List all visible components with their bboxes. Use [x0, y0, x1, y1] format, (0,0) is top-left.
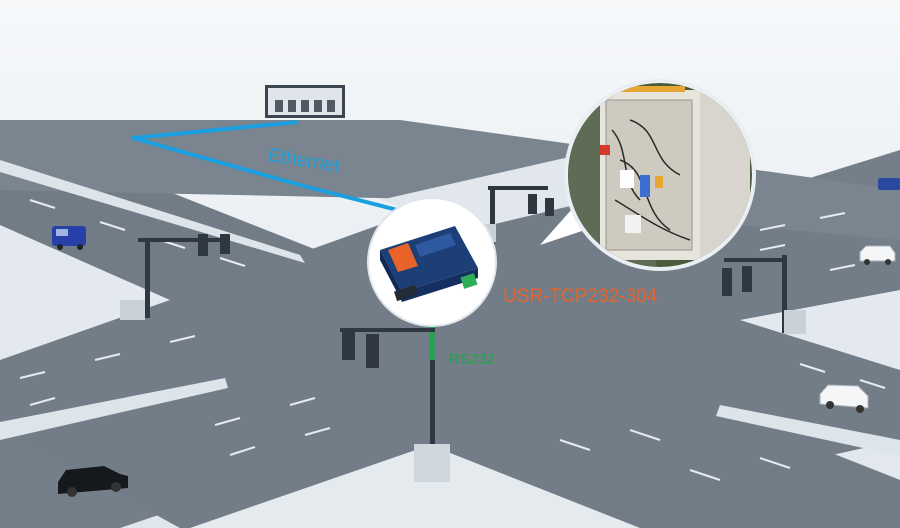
- server-room-icon: [265, 85, 345, 118]
- device-model-label: USR-TCP232-304: [503, 286, 657, 308]
- rs232-label: RS232: [449, 351, 495, 368]
- car-icon: [878, 178, 900, 190]
- serial-device-server-icon: [368, 198, 496, 326]
